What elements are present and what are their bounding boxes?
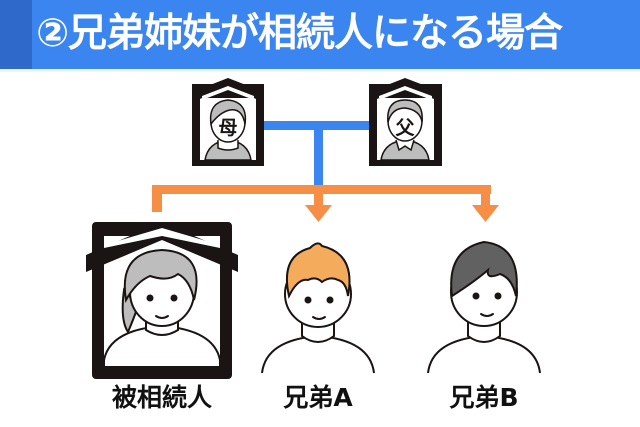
header-accent-strip (0, 0, 32, 69)
decedent-portrait-icon (86, 222, 238, 379)
father-label: 父 (394, 117, 415, 139)
sibling-b-avatar-icon (427, 240, 541, 374)
sibling-b-label: 兄弟B (449, 383, 519, 412)
header-divider (0, 69, 640, 72)
header-bar (0, 0, 640, 69)
father-portrait-icon: 父 (369, 78, 442, 166)
decedent-label: 被相続人 (111, 383, 212, 412)
sibling-a-label: 兄弟A (283, 383, 353, 412)
children-connector (152, 185, 499, 222)
parents-connector (264, 121, 370, 187)
mother-label: 母 (218, 117, 237, 139)
mother-portrait-icon: 母 (192, 78, 264, 166)
page-title: ②兄弟姉妹が相続人になる場合 (36, 11, 563, 56)
sibling-a-avatar-icon (261, 242, 375, 374)
